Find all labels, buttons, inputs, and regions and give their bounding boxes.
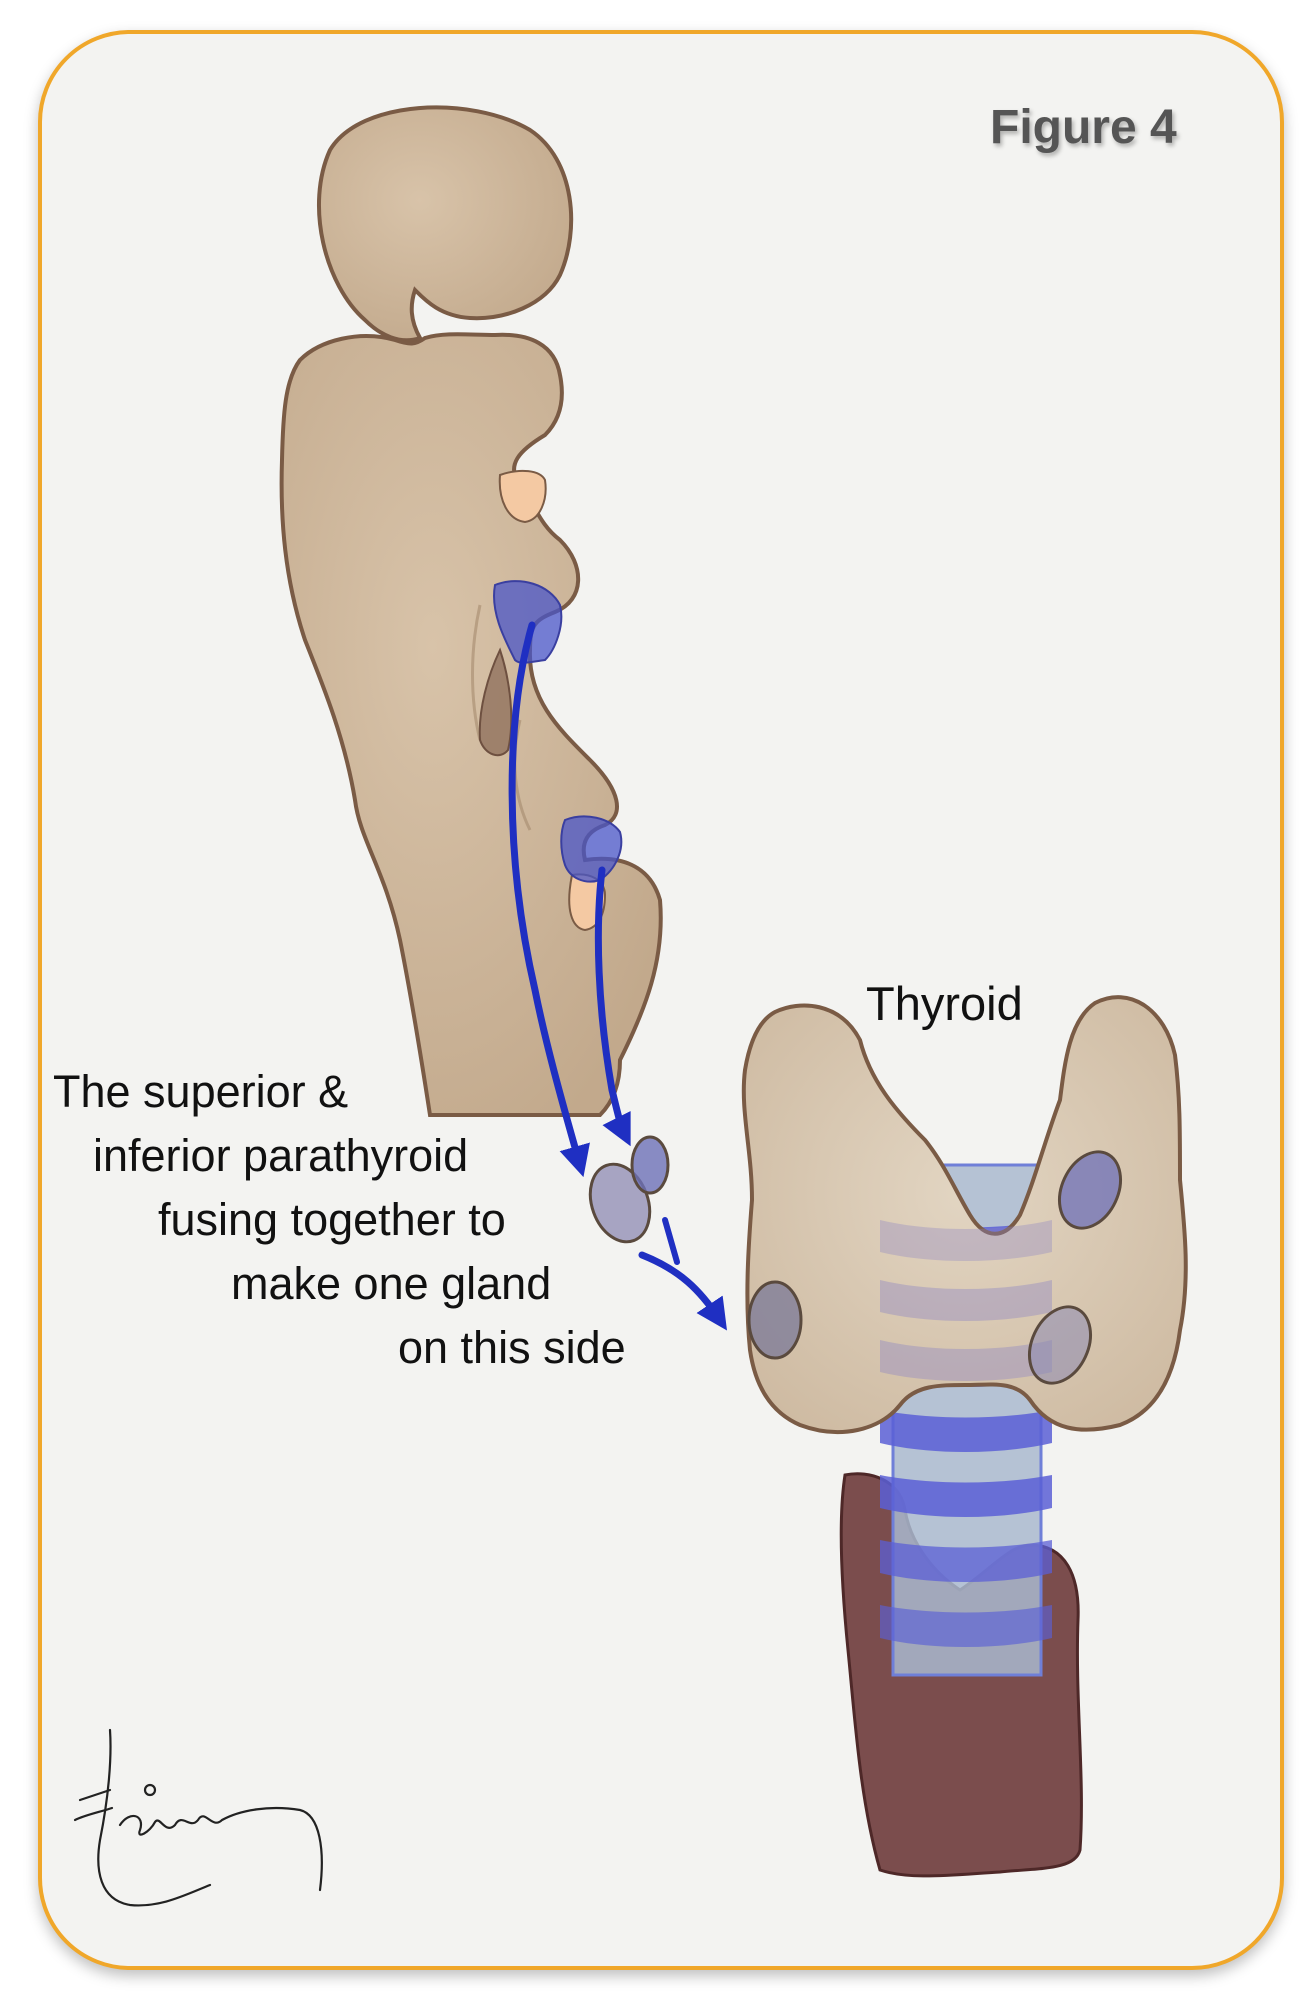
thyroid-label: Thyroid	[866, 977, 1023, 1030]
fusion-caption: The superior & inferior parathyroid fusi…	[53, 1060, 673, 1380]
artist-signature	[73, 1728, 323, 1907]
superior-parathyroid-origin	[493, 580, 563, 664]
inferior-parathyroid-gland	[630, 1135, 670, 1195]
thyroid-parathyroids	[747, 1150, 1122, 1385]
pharyngeal-pouches	[279, 105, 663, 1117]
caption-line: The superior &	[53, 1066, 349, 1117]
superior-migration-arrow	[508, 621, 590, 1178]
caption-line: inferior parathyroid	[93, 1130, 469, 1181]
migrating-parathyroids	[588, 1135, 670, 1244]
head-lobe	[317, 105, 574, 343]
peach-spot-upper	[498, 469, 547, 524]
caption-line: on this side	[398, 1322, 626, 1373]
right-inferior-parathyroid	[1028, 1305, 1092, 1385]
caption-line: fusing together to	[158, 1194, 506, 1245]
caption-line: make one gland	[231, 1258, 552, 1309]
figure-number: Figure 4	[990, 101, 1177, 154]
migration-arrows	[508, 621, 727, 1331]
right-superior-parathyroid	[1058, 1150, 1122, 1230]
inferior-migration-arrow	[594, 866, 631, 1147]
fused-parathyroid-gland	[747, 1280, 803, 1360]
thyroid-gland	[741, 995, 1188, 1434]
fused-gland-arrow	[638, 1251, 727, 1331]
